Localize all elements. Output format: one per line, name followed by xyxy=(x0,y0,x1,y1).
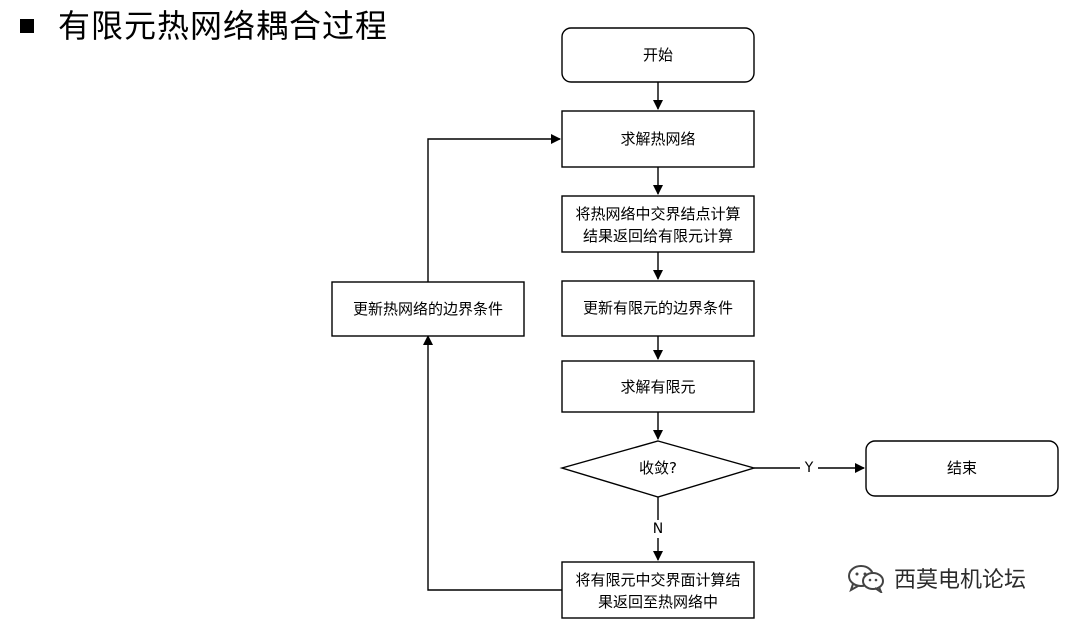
title-text: 有限元热网络耦合过程 xyxy=(58,7,389,45)
edge-label-no: N xyxy=(653,521,663,537)
slide-title: 有限元热网络耦合过程 xyxy=(20,4,388,48)
node-converged-label: 收敛? xyxy=(639,459,677,477)
node-start: 开始 xyxy=(561,27,755,83)
node-solve-network-label: 求解热网络 xyxy=(620,130,695,148)
node-transfer-to-fem-line2: 结果返回给有限元计算 xyxy=(583,227,733,245)
node-solve-fem-label: 求解有限元 xyxy=(620,378,695,396)
node-solve-network: 求解热网络 xyxy=(561,110,755,168)
watermark: 西莫电机论坛 xyxy=(846,562,1026,594)
node-update-network-bc: 更新热网络的边界条件 xyxy=(331,281,525,337)
edge-update-network-to-solve-network xyxy=(427,134,561,282)
node-transfer-to-network-line1: 将有限元中交界面计算结 xyxy=(575,571,740,589)
node-update-fem-bc-label: 更新有限元的边界条件 xyxy=(583,299,733,317)
node-transfer-to-fem: 将热网络中交界结点计算 结果返回给有限元计算 xyxy=(561,195,755,253)
node-update-network-bc-label: 更新热网络的边界条件 xyxy=(353,300,503,318)
bullet-icon xyxy=(20,19,34,33)
wechat-icon xyxy=(848,565,884,593)
edge-label-yes: Y xyxy=(804,460,814,476)
node-transfer-to-fem-line1: 将热网络中交界结点计算 xyxy=(575,205,740,223)
node-transfer-to-network: 将有限元中交界面计算结 果返回至热网络中 xyxy=(561,561,755,619)
node-converged-decision: 收敛? xyxy=(559,440,757,498)
edge-transfer-back-to-update-network xyxy=(423,335,562,591)
node-solve-fem: 求解有限元 xyxy=(561,360,755,413)
node-end-label: 结束 xyxy=(947,459,977,477)
node-end: 结束 xyxy=(865,440,1059,497)
node-transfer-to-network-line2: 果返回至热网络中 xyxy=(598,593,718,611)
node-start-label: 开始 xyxy=(643,46,673,64)
watermark-text: 西莫电机论坛 xyxy=(894,568,1027,593)
node-update-fem-bc: 更新有限元的边界条件 xyxy=(561,280,755,337)
